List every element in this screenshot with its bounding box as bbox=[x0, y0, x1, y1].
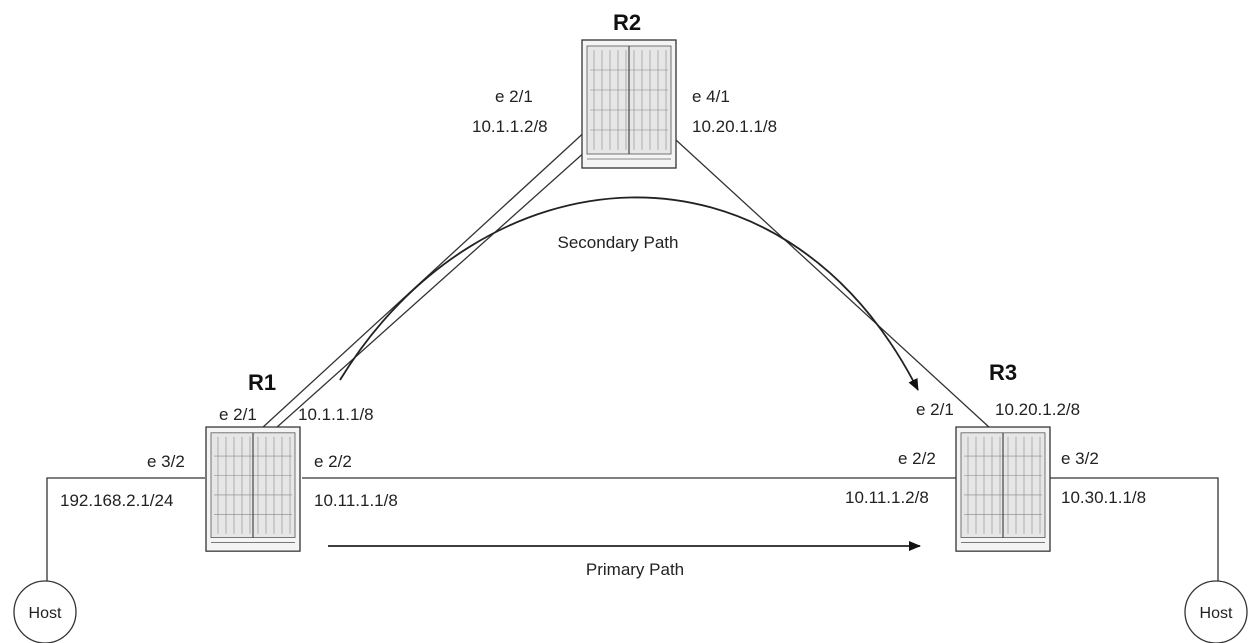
r3-port-right: e 3/2 bbox=[1061, 449, 1099, 468]
r1-port-top: e 2/1 bbox=[219, 405, 257, 424]
link-r1-r2-b bbox=[275, 141, 597, 429]
router-r3[interactable] bbox=[955, 426, 1051, 552]
router-r1[interactable] bbox=[205, 426, 301, 552]
r3-name: R3 bbox=[989, 360, 1017, 385]
r2-name: R2 bbox=[613, 10, 641, 35]
host-left-node[interactable] bbox=[13, 580, 77, 643]
r1-port-right: e 2/2 bbox=[314, 452, 352, 471]
host-right-node[interactable] bbox=[1184, 580, 1248, 643]
r1-ip-top: 10.1.1.1/8 bbox=[298, 405, 374, 424]
r2-ip-left: 10.1.1.2/8 bbox=[472, 117, 548, 136]
host-left-label: Host bbox=[29, 605, 62, 622]
secondary-path-label: Secondary Path bbox=[558, 233, 679, 252]
r1-ip-left: 192.168.2.1/24 bbox=[60, 491, 173, 510]
r3-ip-left: 10.11.1.2/8 bbox=[845, 488, 929, 507]
r3-port-left: e 2/2 bbox=[898, 449, 936, 468]
link-host-right bbox=[1048, 477, 1219, 583]
r3-ip-top: 10.20.1.2/8 bbox=[995, 400, 1080, 419]
host-right-label: Host bbox=[1200, 605, 1233, 622]
r1-name: R1 bbox=[248, 370, 276, 395]
r2-ip-right: 10.20.1.1/8 bbox=[692, 117, 777, 136]
secondary-path-arrow bbox=[339, 196, 919, 391]
link-host-left bbox=[46, 477, 205, 583]
r1-port-left: e 3/2 bbox=[147, 452, 185, 471]
r3-ip-right: 10.30.1.1/8 bbox=[1061, 488, 1146, 507]
link-r2-r3 bbox=[675, 139, 991, 429]
r2-port-left: e 2/1 bbox=[495, 87, 533, 106]
router-r2[interactable] bbox=[581, 39, 677, 169]
r3-port-top: e 2/1 bbox=[916, 400, 954, 419]
r1-ip-right: 10.11.1.1/8 bbox=[314, 491, 398, 510]
primary-path-label: Primary Path bbox=[586, 560, 684, 579]
r2-port-right: e 4/1 bbox=[692, 87, 730, 106]
